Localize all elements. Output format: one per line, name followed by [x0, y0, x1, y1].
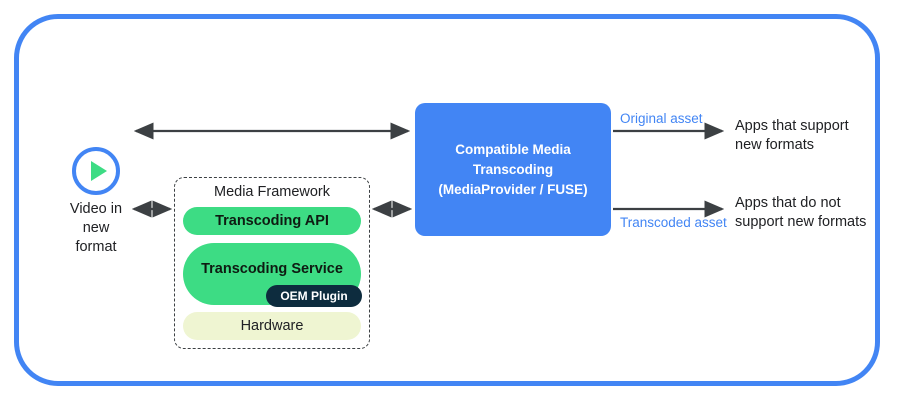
hardware-pill[interactable]: Hardware: [183, 312, 361, 340]
video-source-caption: Video in new format: [69, 201, 123, 255]
transcoded-asset-label: Transcoded asset: [620, 215, 727, 230]
play-circle-icon: [72, 147, 120, 195]
original-asset-label: Original asset: [620, 111, 703, 126]
transcoding-api-pill[interactable]: Transcoding API: [183, 207, 361, 235]
oem-plugin-chip[interactable]: OEM Plugin: [266, 285, 362, 307]
media-framework-group: [174, 177, 370, 349]
compatible-media-transcoding-box[interactable]: Compatible Media Transcoding (MediaProvi…: [415, 103, 611, 236]
play-triangle-icon: [91, 161, 107, 181]
apps-no-support-new-formats-label: Apps that do not support new formats: [735, 195, 867, 230]
media-framework-title: Media Framework: [213, 184, 331, 200]
outer-frame-border: [14, 14, 880, 386]
apps-support-new-formats-label: Apps that support new formats: [735, 118, 849, 153]
